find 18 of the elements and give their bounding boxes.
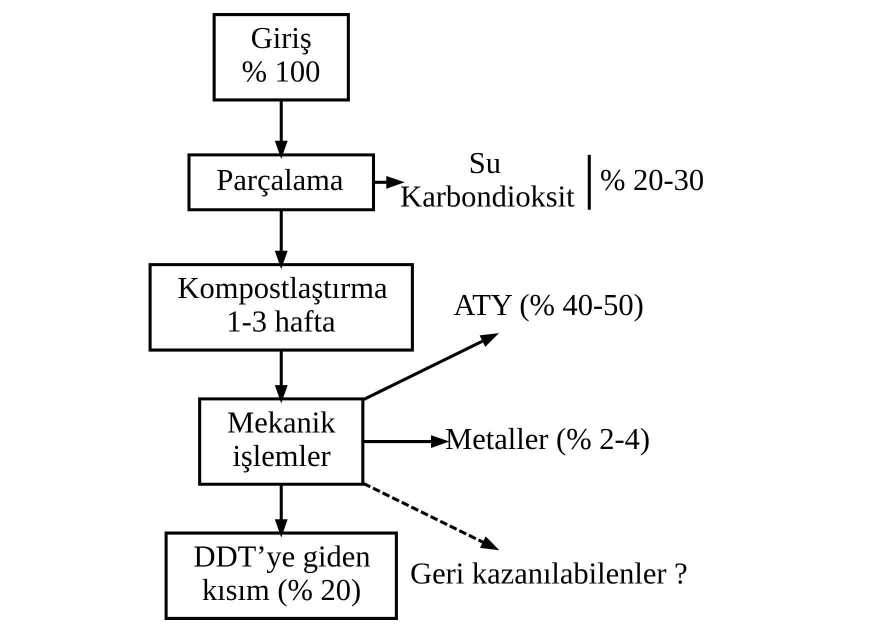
arrow: [274, 210, 288, 270]
node-text: Geri kazanılabilenler ?: [410, 556, 688, 590]
arrow: [274, 484, 288, 538]
node-text: ATY (% 40-50): [454, 288, 644, 322]
node-box: Giriş % 100: [212, 13, 350, 102]
node-label: % 20-30: [600, 162, 704, 197]
node-box: Mekanik işlemler: [198, 397, 364, 486]
arrow: [274, 350, 288, 404]
arrow: [363, 435, 450, 448]
arrow: [274, 100, 288, 160]
arrow: [362, 482, 500, 550]
node-box: Parçalama: [187, 153, 376, 212]
node-box: Kompostlaştırma 1-3 hafta: [148, 263, 414, 352]
node-box: DDT’ye giden kısım (% 20): [164, 532, 398, 620]
arrow: [374, 176, 405, 189]
node-text: Metaller (% 2-4): [445, 422, 650, 456]
arrow: [362, 333, 499, 402]
node-text: Su Karbondioksit: [400, 146, 575, 214]
